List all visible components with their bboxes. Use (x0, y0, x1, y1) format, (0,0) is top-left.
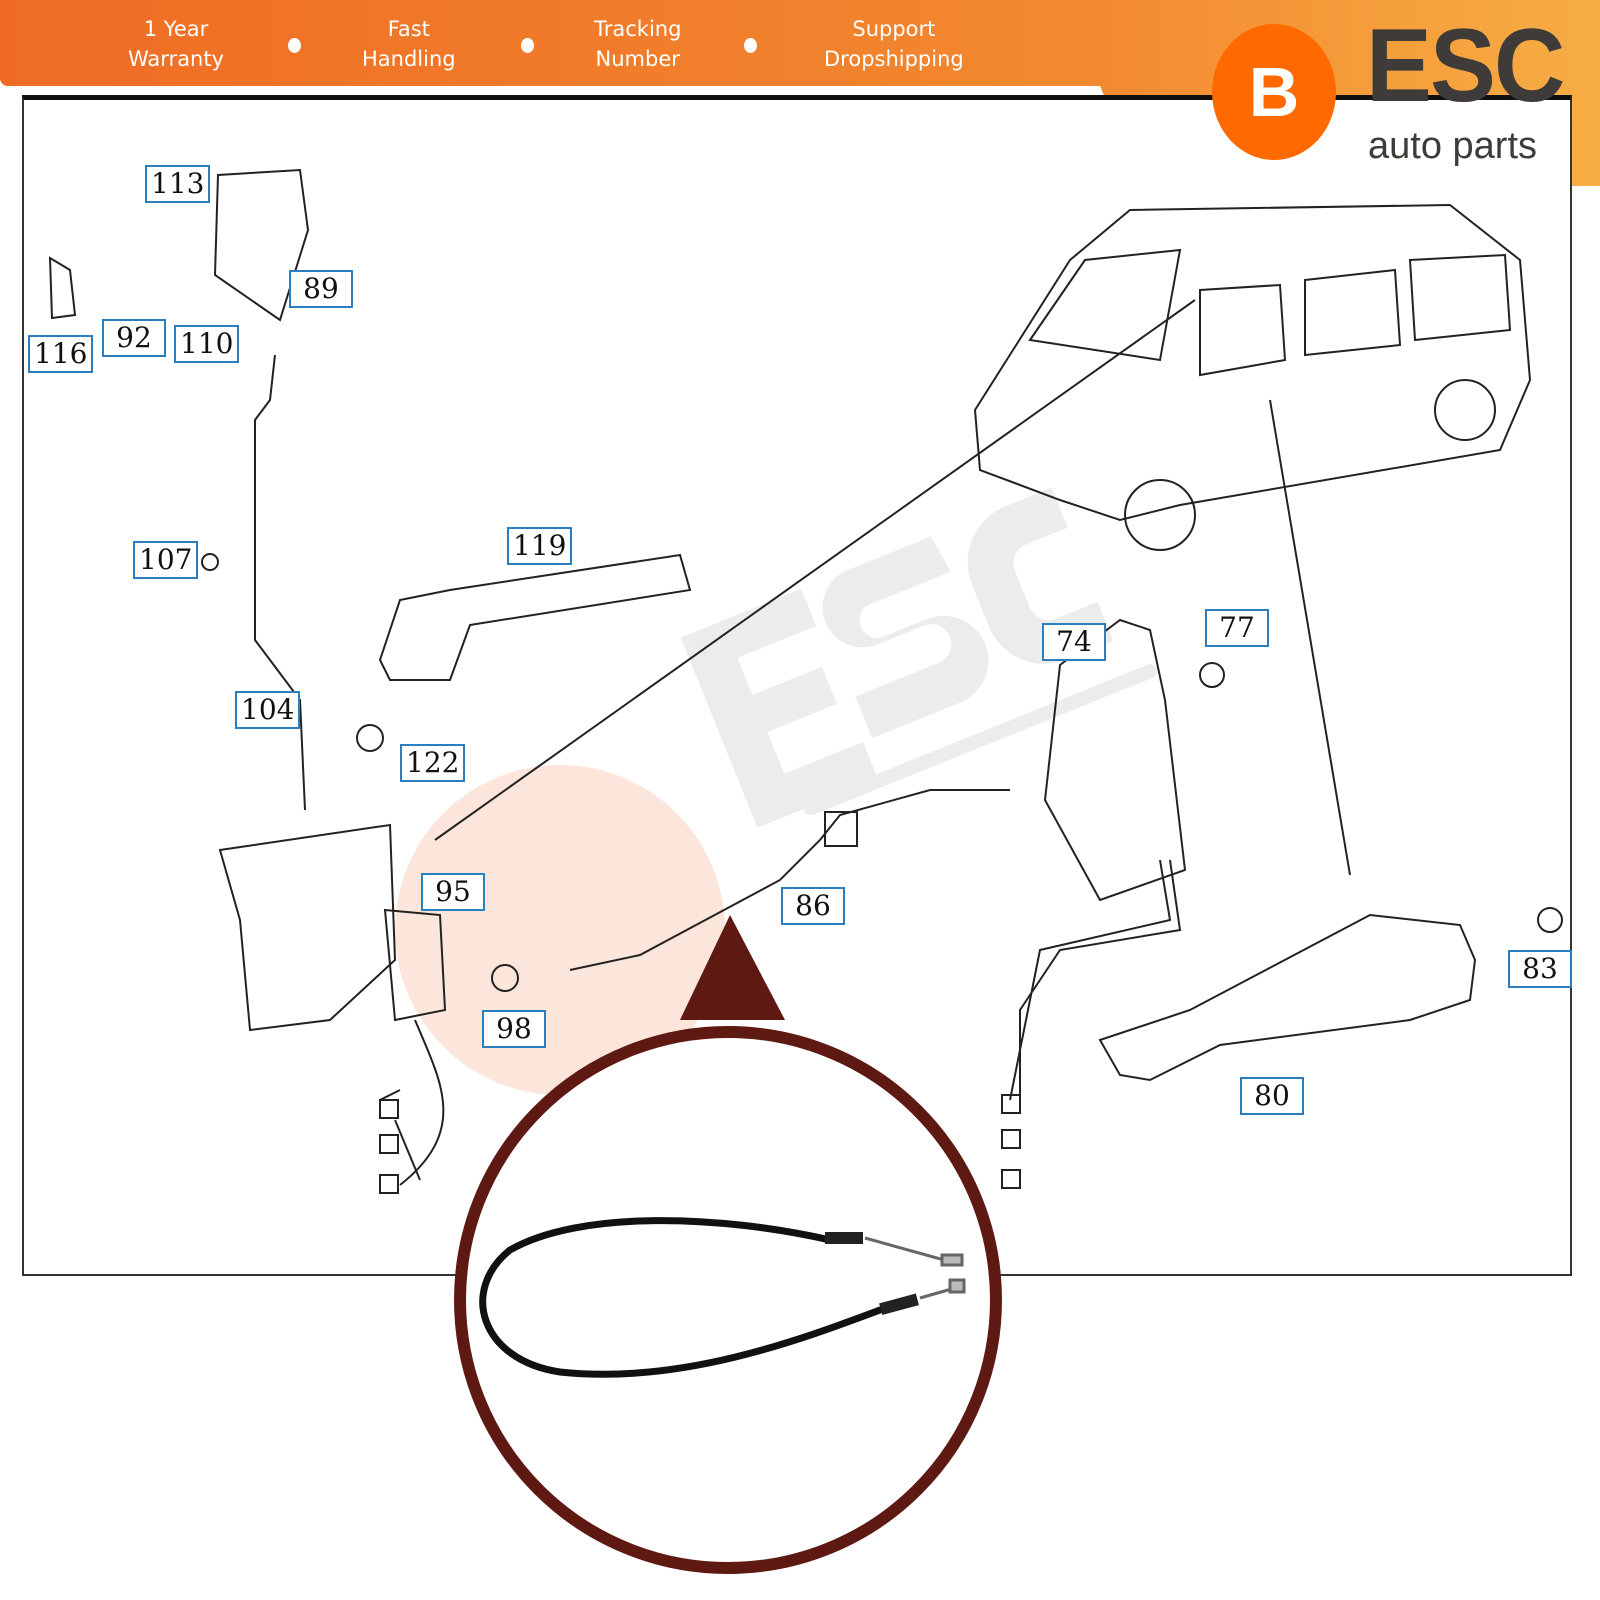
part-label-116: 116 (28, 335, 94, 373)
part-label-83: 83 (1508, 950, 1572, 988)
part-label-107: 107 (133, 541, 199, 579)
feature-line: Support (852, 17, 936, 41)
cable-104 (254, 354, 306, 811)
bullet-dot (288, 38, 301, 53)
feature-line: Handling (362, 47, 456, 71)
feature-line: Warranty (128, 47, 225, 71)
part-label-86: 86 (781, 887, 845, 925)
feature-line: Fast (387, 17, 430, 41)
feature-line: 1 Year (143, 17, 209, 41)
feature-line: Number (595, 47, 680, 71)
part-label-113: 113 (145, 165, 211, 203)
outer-handle-80 (1098, 913, 1477, 1082)
actuator-95 (383, 908, 447, 1022)
part-label-77: 77 (1205, 609, 1269, 647)
logo-brand: ESC (1366, 8, 1565, 124)
part-label-104: 104 (235, 691, 301, 729)
part-label-80: 80 (1240, 1077, 1304, 1115)
feature-banner (0, 0, 1120, 86)
part-label-119: 119 (507, 527, 573, 565)
callout-pointer (680, 915, 785, 1020)
cable-86 (569, 789, 1010, 971)
part-label-98: 98 (482, 1010, 546, 1048)
van-outline (973, 203, 1532, 522)
logo-badge: B (1212, 24, 1336, 160)
part-label-92: 92 (102, 319, 166, 357)
part-label-122: 122 (400, 744, 466, 782)
logo-tagline: auto parts (1368, 125, 1537, 167)
watermark-logo (680, 487, 1158, 828)
feature-line: Tracking (594, 17, 682, 41)
door-lock-front (218, 823, 397, 1032)
outer-handle-119 (378, 553, 692, 681)
product-ring (454, 1026, 1002, 1574)
rear-lock-74 (1043, 618, 1187, 902)
part-label-74: 74 (1042, 623, 1106, 661)
part-label-89: 89 (289, 270, 353, 308)
bullet-dot (744, 38, 757, 53)
feature-line: Dropshipping (824, 47, 964, 71)
part-label-95: 95 (421, 873, 485, 911)
part-label-110: 110 (174, 325, 240, 363)
watermark-b-circle (395, 765, 725, 1095)
van-wheel (1124, 479, 1196, 551)
product-cable-photo (479, 1217, 884, 1378)
bullet-dot (521, 38, 534, 53)
